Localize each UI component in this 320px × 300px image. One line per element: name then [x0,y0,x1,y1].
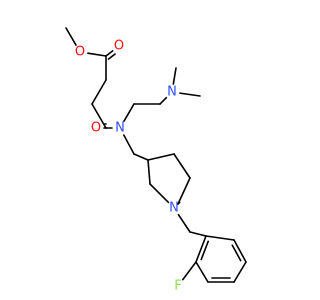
bond-r5-r1 [147,159,151,185]
bond-c1-o2 [105,50,116,60]
bond-line [205,235,235,241]
bond-r2-r3 [173,153,191,179]
bond-line [182,261,197,281]
bond-r4-n3 [177,201,181,205]
bond-c6-n2 [159,96,168,105]
bond-n2-me2 [172,67,177,85]
bond-line [173,153,191,179]
atom-label-o2: O [114,39,124,54]
bond-b2-b3 [195,261,209,283]
bond-b1-b2 [195,235,210,263]
bond-c8-b1 [189,231,207,237]
bond-c2-c3 [91,79,107,105]
atom-label-o3: O [91,121,101,136]
bond-line [147,153,175,161]
bond-line [177,177,191,205]
bond-b5-b6 [231,239,247,263]
bond-n1-c7 [122,134,135,155]
bond-line [177,201,181,205]
bond-line [87,52,107,57]
bond-n3-r5 [149,183,170,204]
bond-line [91,79,107,105]
bond-line [133,153,149,161]
bond-line [172,67,177,85]
bonds-layer [65,27,247,283]
bond-line [195,261,209,283]
atom-label-o1: O [75,45,85,60]
bond-b2-f1 [182,261,197,281]
bond-line [233,239,247,263]
bond-r1-r2 [147,153,175,161]
bond-line [122,134,135,155]
bond-line-double [231,244,242,262]
bond-line [233,261,247,283]
bond-c7-r1 [133,153,149,161]
bond-n1-c5 [123,103,135,122]
bond-line [189,231,207,237]
bond-b3-b4 [207,277,235,283]
bond-line [159,96,168,105]
bond-line [147,159,151,185]
bond-line [179,92,201,97]
bond-line [177,213,191,233]
atom-label-f1: F [174,279,181,294]
bond-line [123,103,135,122]
bond-line [65,27,77,46]
atom-label-n2: N [167,85,177,100]
bond-line [105,50,114,57]
bond-me1-o1 [65,27,77,46]
bond-n2-me3 [179,92,201,97]
bond-line [195,235,207,263]
bond-b4-b5 [233,261,247,283]
bond-o1-c1 [87,52,107,57]
bond-line [149,183,170,204]
bond-n3-c8 [177,213,191,233]
bond-b6-b1 [205,235,235,241]
bond-r3-r4 [177,177,191,205]
bond-line-double [200,240,210,261]
atom-label-n3: N [169,201,179,216]
bond-line-double [107,53,116,60]
atom-label-n1: N [115,121,125,136]
